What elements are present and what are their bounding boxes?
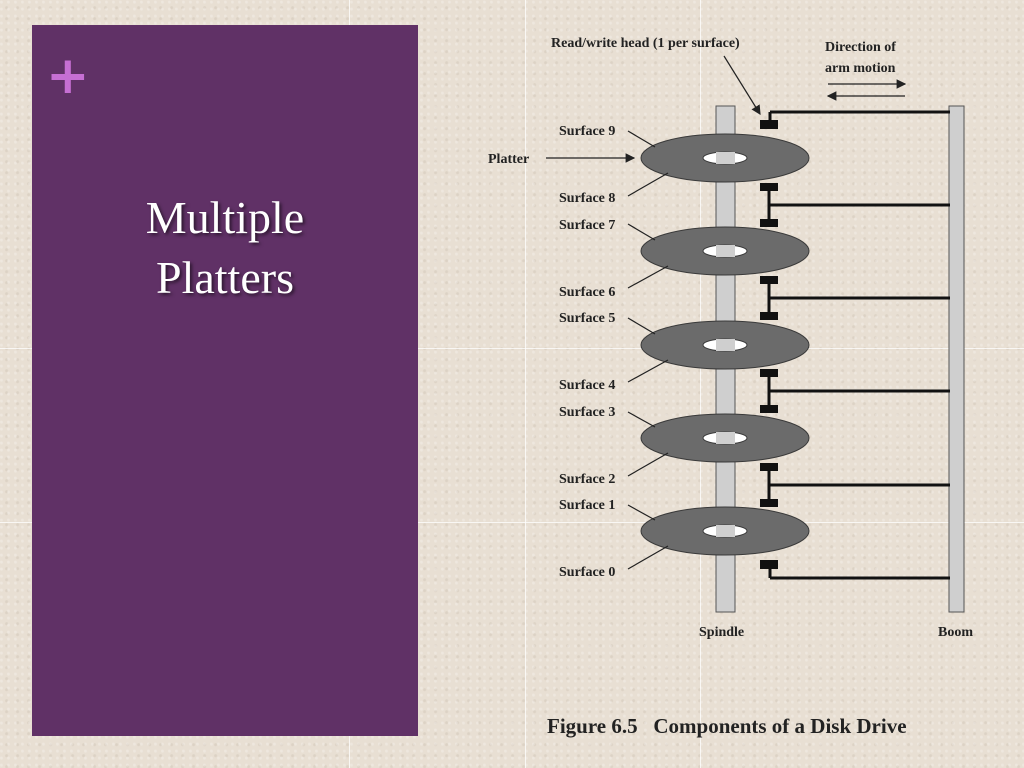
plus-icon: + — [46, 46, 90, 106]
boom-label: Boom — [938, 625, 973, 640]
figure-caption: Figure 6.5 Components of a Disk Drive — [547, 714, 907, 738]
platter — [640, 413, 810, 463]
title-panel — [32, 25, 418, 736]
surface-label: Surface 3 — [559, 405, 615, 420]
slide-title-line: Platters — [156, 252, 294, 303]
platter — [640, 506, 810, 556]
spindle-label: Spindle — [699, 625, 744, 640]
direction-label: arm motion — [825, 61, 896, 76]
arm — [760, 560, 950, 580]
platter — [640, 320, 810, 370]
read-write-head — [760, 183, 778, 191]
platter-label: Platter — [488, 152, 529, 167]
slide-title: Multiple Platters — [32, 188, 418, 308]
surface-pointers — [627, 130, 669, 570]
surface-pointer — [627, 359, 669, 383]
surface-label: Surface 6 — [559, 285, 615, 300]
surface-label: Surface 1 — [559, 498, 615, 513]
read-write-head-label: Read/write head (1 per surface) — [551, 36, 740, 51]
read-write-head — [760, 369, 778, 377]
platter — [640, 133, 810, 183]
read-write-head-arrow — [723, 55, 761, 116]
arm — [760, 110, 950, 129]
surface-label: Surface 0 — [559, 565, 615, 580]
read-write-head — [760, 120, 778, 129]
grid-line — [0, 522, 1024, 523]
read-write-head — [760, 312, 778, 320]
surface-labels: Surface 9 Surface 8 Surface 7 Surface 6 … — [559, 124, 615, 580]
read-write-head — [760, 560, 778, 569]
surface-pointer — [627, 265, 669, 289]
read-write-head — [760, 219, 778, 227]
surface-label: Surface 7 — [559, 218, 615, 233]
surface-pointer — [627, 545, 669, 570]
surface-pointer — [627, 411, 656, 428]
surface-label: Surface 9 — [559, 124, 615, 139]
read-write-head — [760, 499, 778, 507]
surface-label: Surface 4 — [559, 378, 615, 393]
platter-stack — [640, 133, 810, 556]
read-write-head — [760, 463, 778, 471]
read-write-head — [760, 276, 778, 284]
surface-label: Surface 2 — [559, 472, 615, 487]
arm — [760, 276, 950, 320]
surface-pointer — [627, 130, 656, 148]
surface-pointer — [627, 172, 669, 197]
surface-pointer — [627, 504, 656, 521]
platter — [640, 226, 810, 276]
boom — [948, 105, 965, 613]
direction-label: Direction of — [825, 40, 896, 55]
grid-line — [0, 348, 1024, 349]
read-write-head — [760, 405, 778, 413]
arm-assembly — [760, 110, 950, 580]
surface-pointer — [627, 223, 656, 241]
grid-line — [525, 0, 526, 768]
surface-label: Surface 5 — [559, 311, 615, 326]
grid-line — [700, 0, 701, 768]
arm — [760, 183, 950, 227]
slide-title-line: Multiple — [145, 192, 305, 243]
surface-pointer — [627, 317, 656, 335]
surface-label: Surface 8 — [559, 191, 615, 206]
surface-pointer — [627, 452, 669, 477]
arm — [760, 369, 950, 413]
arm — [760, 463, 950, 507]
